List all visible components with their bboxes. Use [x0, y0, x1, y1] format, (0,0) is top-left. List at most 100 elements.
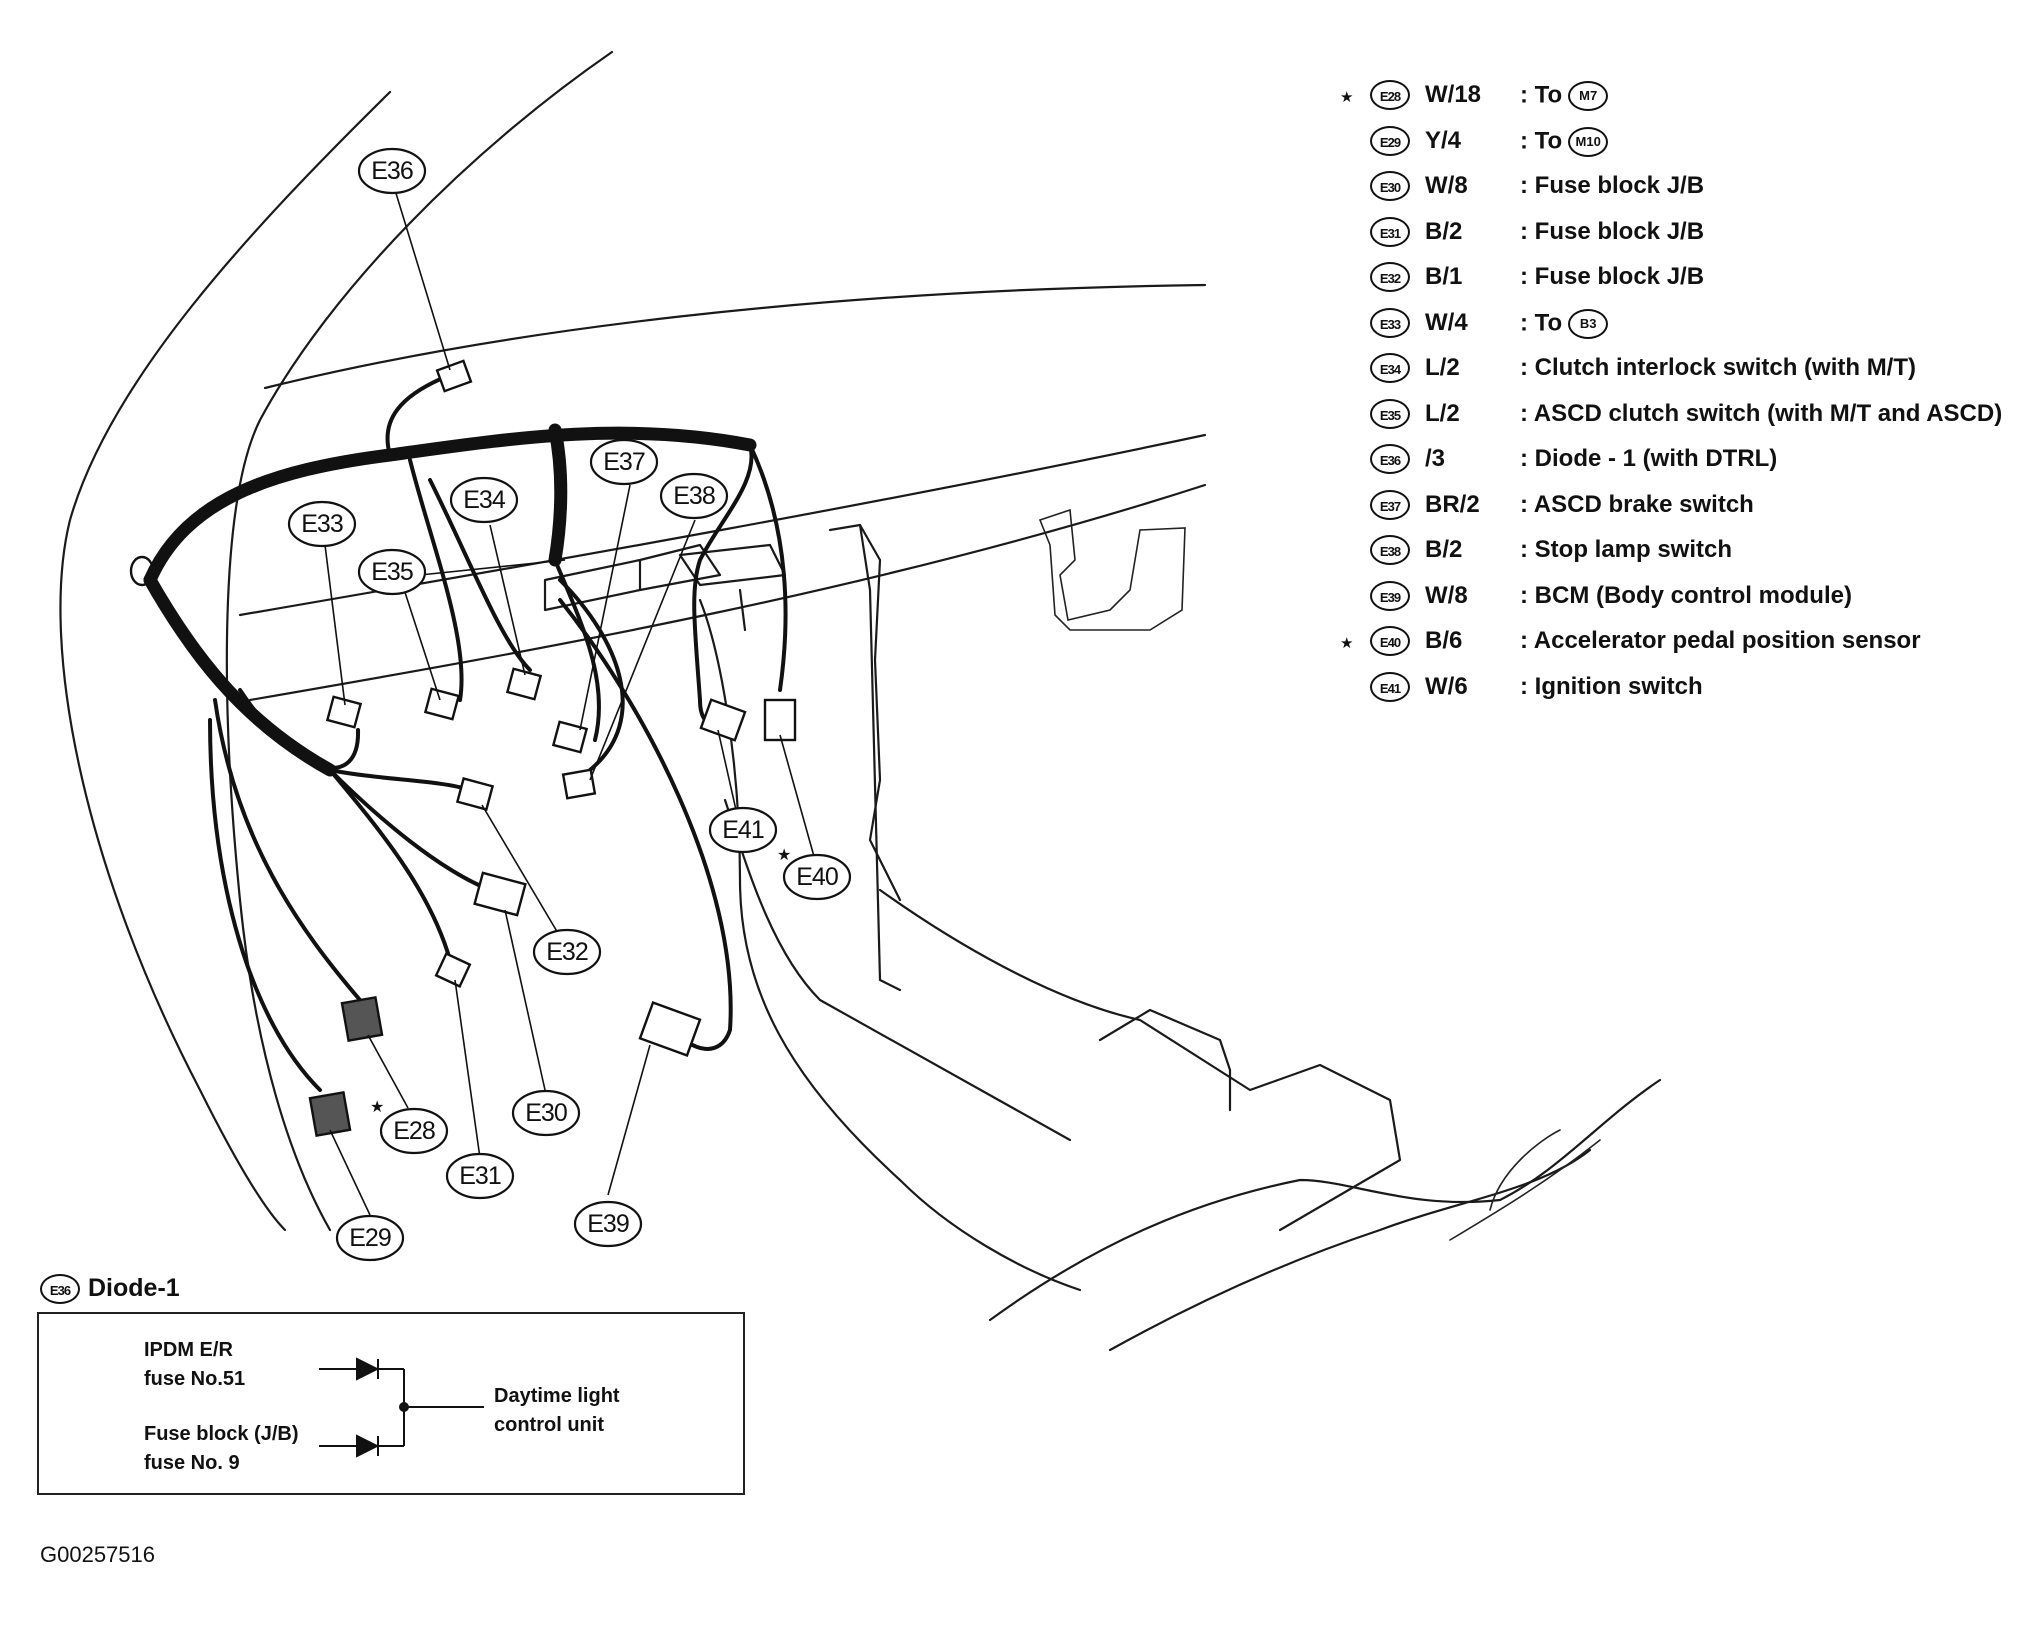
svg-text:E29: E29 — [349, 1224, 391, 1252]
legend-description-text: : Diode - 1 (with DTRL) — [1520, 445, 1778, 472]
legend-description: : Clutch interlock switch (with M/T) — [1520, 354, 1916, 382]
legend-description: : Diode - 1 (with DTRL) — [1520, 445, 1777, 473]
connector-e40 — [763, 698, 797, 742]
svg-text:E40: E40 — [796, 863, 838, 891]
legend-description-text: : Stop lamp switch — [1520, 536, 1733, 563]
connector-e37 — [551, 720, 589, 754]
legend-connector-id: E33 — [1370, 307, 1410, 338]
callout-e40: ★E40 — [777, 845, 852, 901]
connector-e29 — [308, 1090, 352, 1138]
wire-e32 — [328, 768, 472, 792]
wire-e30 — [328, 768, 492, 892]
callout-e41: E41 — [708, 806, 778, 854]
dash-lower-edge — [248, 483, 1207, 702]
callout-e39: E39 — [573, 1200, 643, 1248]
legend-connector-id: E41 — [1370, 671, 1410, 702]
legend-color-code: /3 — [1425, 445, 1446, 472]
diode-schematic-box: IPDM E/R fuse No.51 Fuse block (J/B) fus… — [37, 1312, 745, 1495]
diode-title-text: Diode-1 — [88, 1274, 180, 1302]
leader-e35 — [399, 576, 441, 701]
diode-output-line-2: control unit — [494, 1414, 604, 1436]
connector-e41 — [699, 698, 747, 742]
legend-color-code: BR/2 — [1425, 490, 1480, 518]
connector-e30 — [473, 871, 527, 917]
leader-e35-dash — [419, 559, 566, 576]
leader-e40 — [779, 734, 816, 861]
floor-right — [988, 1078, 1662, 1322]
diode-input-1-line-2: fuse No.51 — [144, 1368, 246, 1390]
wire-e39 — [558, 598, 733, 1051]
svg-text:E39: E39 — [587, 1210, 629, 1238]
body-outline-left — [59, 90, 392, 1232]
callout-e35: E35 — [357, 548, 427, 596]
leader-e34 — [489, 524, 526, 676]
legend-description: : Stop lamp switch — [1520, 536, 1732, 564]
legend-row-e36: E36/3: Diode - 1 (with DTRL) — [1340, 442, 2020, 482]
diode-input-2-label: Fuse block (J/B) fuse No. 9 — [144, 1420, 298, 1478]
harness-branch-right — [692, 443, 754, 702]
wire-e28 — [213, 698, 362, 1002]
legend-connector-id: E30 — [1370, 171, 1410, 201]
leader-e32 — [481, 804, 566, 946]
legend-connector-id: E29 — [1370, 125, 1410, 156]
svg-text:E41: E41 — [722, 816, 764, 844]
harness-branch-down — [143, 573, 337, 777]
legend-description: : Fuse block J/B — [1520, 218, 1704, 246]
legend-color-code: L/2 — [1425, 354, 1460, 381]
wire-e29 — [208, 718, 322, 1092]
legend-connector-id: E37 — [1370, 489, 1410, 520]
legend-description-text: : Fuse block J/B — [1520, 217, 1705, 245]
leader-e33 — [324, 544, 346, 706]
connector-e28 — [340, 995, 384, 1043]
diode-input-1-label: IPDM E/R fuse No.51 — [144, 1336, 245, 1394]
connector-e32 — [455, 777, 495, 811]
duct-outline — [1038, 508, 1186, 631]
legend-color-code: W/6 — [1425, 672, 1468, 700]
legend-connector-id: E31 — [1370, 216, 1410, 247]
legend-connector-id: E28 — [1370, 80, 1410, 110]
legend-color-code: W/8 — [1425, 581, 1468, 609]
legend-description-text: : To — [1520, 81, 1563, 109]
harness-branch-mid — [548, 423, 568, 567]
wire-e36 — [385, 373, 452, 457]
connector-e39 — [638, 1001, 702, 1057]
connector-e36 — [435, 359, 473, 393]
legend-color-code: W/8 — [1425, 172, 1468, 199]
leader-e31 — [454, 979, 481, 1159]
wire-e34 — [428, 478, 532, 672]
floor-right-3 — [1449, 1129, 1601, 1241]
legend-description-text: : Ignition switch — [1520, 672, 1703, 700]
svg-text:E36: E36 — [371, 157, 413, 185]
leader-e36 — [394, 189, 451, 371]
legend-color-code: B/2 — [1425, 217, 1463, 245]
pedal-bracket — [543, 543, 722, 612]
legend-description-text: : Clutch interlock switch (with M/T) — [1520, 354, 1916, 381]
legend-connector-id: E35 — [1370, 398, 1410, 429]
legend-color-code: W/18 — [1425, 81, 1482, 108]
diode-input-2-line-2: fuse No. 9 — [144, 1452, 240, 1474]
legend-description-text: : ASCD clutch switch (with M/T and ASCD) — [1520, 399, 2003, 427]
legend-description-text: : To — [1520, 126, 1563, 154]
legend-ref-connector: M10 — [1568, 126, 1609, 157]
diode-output-label: Daytime light control unit — [494, 1382, 620, 1440]
legend-description-text: : Fuse block J/B — [1520, 263, 1705, 290]
callout-e29: E29 — [335, 1214, 405, 1262]
svg-text:E31: E31 — [459, 1162, 501, 1190]
main-harness — [143, 426, 757, 587]
svg-text:E32: E32 — [546, 938, 588, 966]
diode-input-2-line-1: Fuse block (J/B) — [144, 1423, 299, 1445]
connector-e35 — [423, 687, 461, 721]
legend-color-code: L/2 — [1425, 399, 1460, 427]
legend-color-code: Y/4 — [1425, 126, 1462, 154]
